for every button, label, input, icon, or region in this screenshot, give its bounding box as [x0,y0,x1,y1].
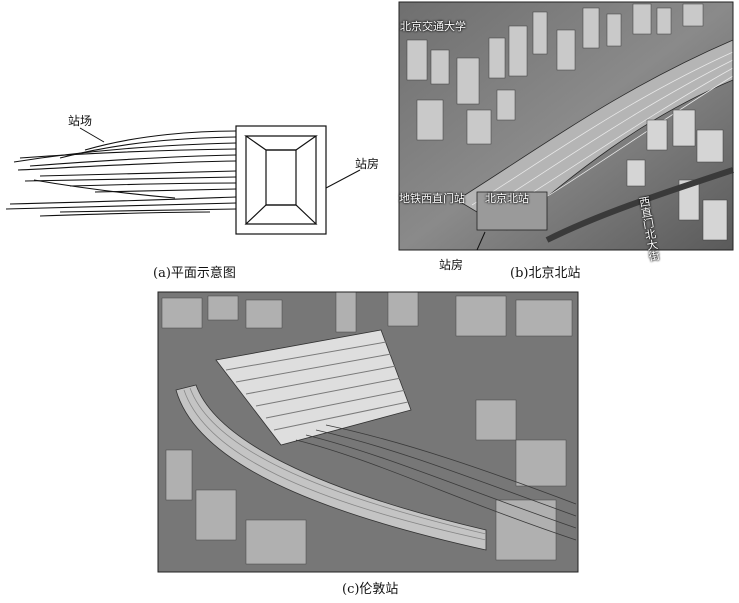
london-station-photo [157,291,579,573]
track-lines [5,130,237,217]
panel-a: 站场 站房 (a)平面示意图 [0,0,395,290]
photo-building-leader [476,231,486,251]
caption-a: (a)平面示意图 [153,266,236,281]
label-subway-station: 地铁西直门站 [399,192,465,205]
station-schematic [5,125,361,235]
panel-b: 北京交通大学 地铁西直门站 北京北站 西直门北大街 站房 (b)北京北站 [397,0,739,290]
beijing-north-photo [398,1,734,251]
caption-b: (b)北京北站 [510,266,581,281]
label-building: 站房 [355,157,380,171]
label-beijing-north: 北京北站 [485,192,529,205]
label-university: 北京交通大学 [400,20,466,33]
label-yard: 站场 [68,114,93,128]
station-building [235,125,327,235]
caption-c: (c)伦敦站 [342,582,399,597]
yard-leader [79,127,105,143]
panel-c: (c)伦敦站 [156,290,580,603]
label-station-building: 站房 [439,258,464,272]
building-leader [325,169,361,189]
